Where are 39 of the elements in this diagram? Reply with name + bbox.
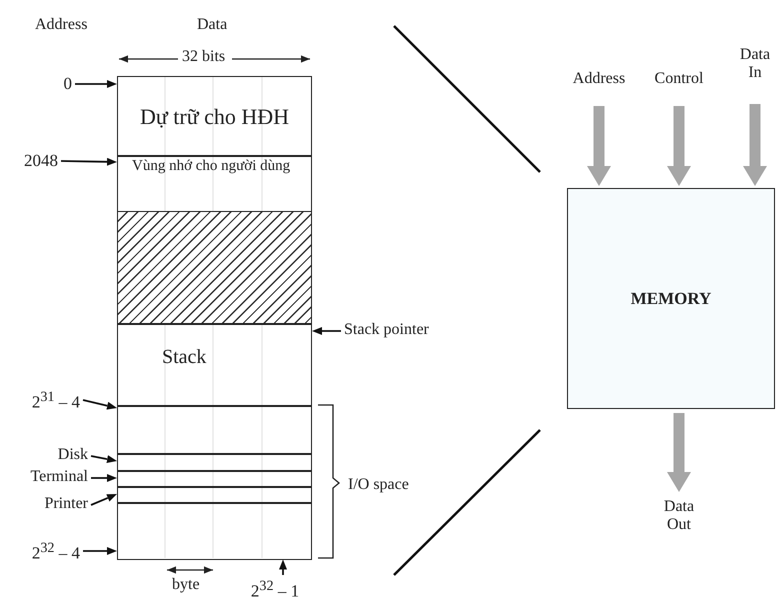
memory-segment [117, 405, 312, 454]
address-label: 2$^{32}$ – 4 [12, 540, 80, 562]
arrow [667, 413, 691, 492]
arrow [60, 158, 117, 166]
device-label: Printer [26, 495, 88, 515]
column-heading: Data [197, 16, 228, 34]
address-label: 2$^{32}$ – 1 [243, 578, 307, 600]
memory-segment [117, 470, 312, 488]
column-heading: Address [35, 16, 88, 34]
memory-segment: Stack [117, 323, 312, 406]
arrow [90, 494, 117, 506]
arrow [91, 474, 117, 482]
address-label: 2$^{31}$ – 4 [12, 389, 80, 411]
arrow [279, 560, 287, 575]
arrow [82, 399, 118, 410]
dimension-label: byte [172, 576, 200, 594]
memory-segment [117, 486, 312, 504]
device-label: Terminal [8, 468, 88, 488]
memory-segment [117, 502, 312, 560]
arrow [83, 547, 117, 555]
arrow [75, 80, 117, 88]
memory-block: MEMORY [567, 188, 775, 409]
hatched-segment [117, 211, 312, 324]
signal-label: Address [565, 70, 633, 90]
device-label: Disk [44, 446, 88, 466]
memory-segment: Dự trữ cho HĐH [117, 76, 312, 156]
arrow [667, 106, 691, 186]
arrow [587, 106, 611, 186]
bracket-label: I/O space [348, 476, 409, 494]
arrow [90, 455, 118, 464]
signal-label: Data In [736, 46, 774, 88]
memory-segment [117, 453, 312, 472]
arrow [743, 104, 767, 186]
signal-label: Data Out [655, 498, 703, 540]
address-label: 2048 [16, 151, 58, 171]
signal-label: Control [648, 70, 710, 90]
pointer-label: Stack pointer [344, 321, 462, 341]
arrow [312, 327, 341, 335]
address-label: 0 [50, 74, 72, 94]
